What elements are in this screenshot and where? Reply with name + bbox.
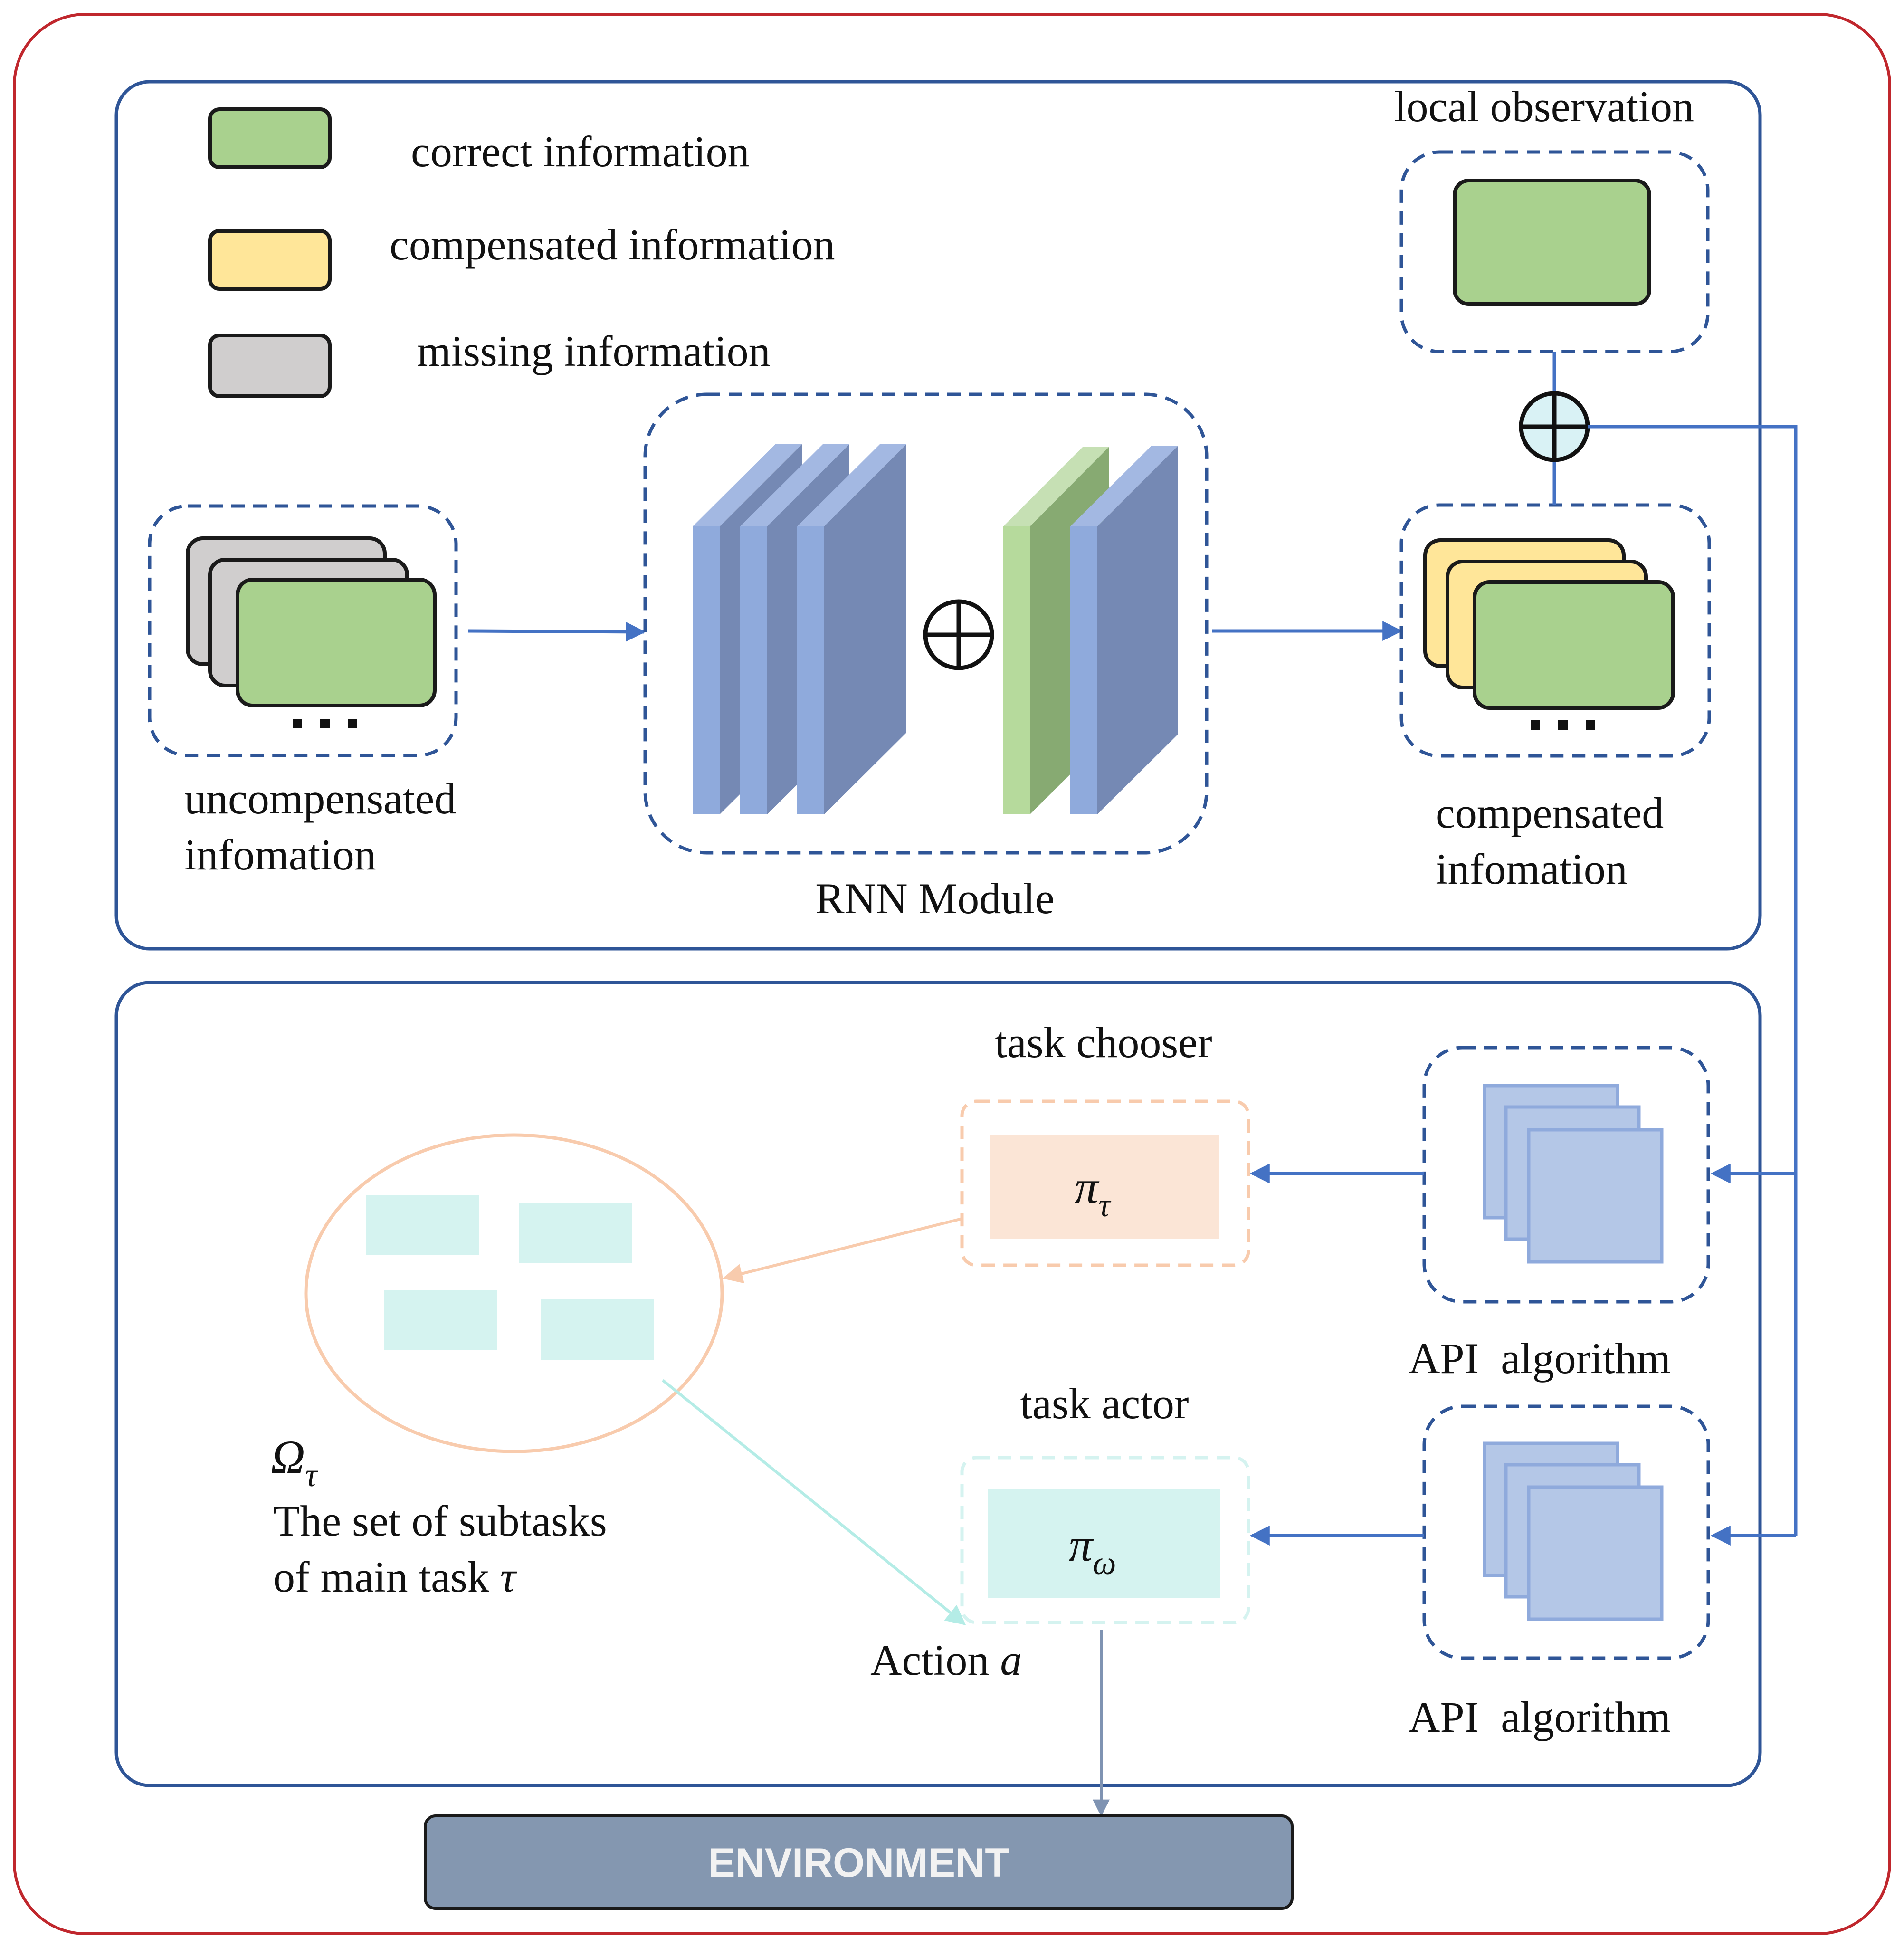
local-observation-label: local observation	[1394, 82, 1694, 131]
compensated-stack	[1423, 538, 1675, 710]
subtasks-line1: The set of subtasks	[273, 1497, 607, 1545]
api-stack-1	[1483, 1084, 1664, 1264]
uncompensated-stack	[186, 536, 437, 707]
local-observation-tile	[1453, 179, 1651, 306]
arrow-ellipse-to-actor	[662, 1379, 966, 1625]
pi-omega-text: πω	[1069, 1518, 1116, 1582]
rnn-layers-left	[693, 444, 906, 814]
uncompensated-box	[148, 504, 458, 757]
pi-tau-text: πτ	[1075, 1161, 1112, 1224]
omega-symbol: Ωτ	[271, 1431, 318, 1494]
top-panel	[114, 80, 1762, 951]
uncompensated-dots	[293, 719, 357, 728]
legend-swatch-compensated	[208, 229, 332, 291]
api-stack-2	[1483, 1441, 1664, 1621]
rnn-plus-icon	[923, 599, 994, 670]
uncompensated-label-line2: infomation	[184, 830, 376, 879]
rnn-module-label: RNN Module	[815, 874, 1054, 923]
rnn-layers-right	[1003, 446, 1178, 814]
arrow-to-rnn	[467, 621, 646, 642]
legend-swatch-missing	[208, 334, 332, 398]
uncompensated-label-line1: uncompensated	[184, 774, 456, 823]
merge-plus-icon	[1519, 391, 1590, 462]
task-actor-box	[960, 1456, 1250, 1624]
api-algorithm-label-1: API algorithm	[1409, 1334, 1671, 1383]
api-box-2	[1422, 1404, 1710, 1660]
api-algorithm-label-2: API algorithm	[1409, 1693, 1671, 1741]
environment-box	[424, 1814, 1294, 1910]
pi-tau-block	[990, 1135, 1219, 1239]
compensated-dots	[1531, 720, 1595, 730]
legend-label-missing: missing information	[417, 327, 771, 375]
compensated-label-line1: compensated	[1436, 789, 1664, 837]
compensated-label-line2: infomation	[1436, 845, 1628, 893]
bottom-panel	[114, 981, 1762, 1787]
subtasks-line2: of main task τ	[273, 1553, 517, 1601]
action-label: Action a	[870, 1636, 1022, 1684]
legend-label-correct: correct information	[411, 127, 750, 176]
subtask-tiles	[366, 1195, 654, 1360]
subtask-set-ellipse	[304, 1133, 724, 1453]
legend: correct information compensated informat…	[208, 107, 835, 398]
environment-label: ENVIRONMENT	[708, 1840, 1009, 1886]
local-observation-box	[1399, 150, 1710, 353]
task-actor-label: task actor	[1020, 1379, 1189, 1428]
legend-swatch-correct	[208, 107, 332, 169]
legend-label-compensated: compensated information	[390, 220, 835, 269]
task-chooser-label: task chooser	[995, 1018, 1212, 1067]
arrow-chooser-to-ellipse	[722, 1217, 962, 1284]
outer-frame	[13, 13, 1891, 1935]
rnn-module-box	[643, 392, 1209, 855]
feed-line-right	[1588, 425, 1798, 1536]
pi-omega-block	[988, 1489, 1220, 1598]
